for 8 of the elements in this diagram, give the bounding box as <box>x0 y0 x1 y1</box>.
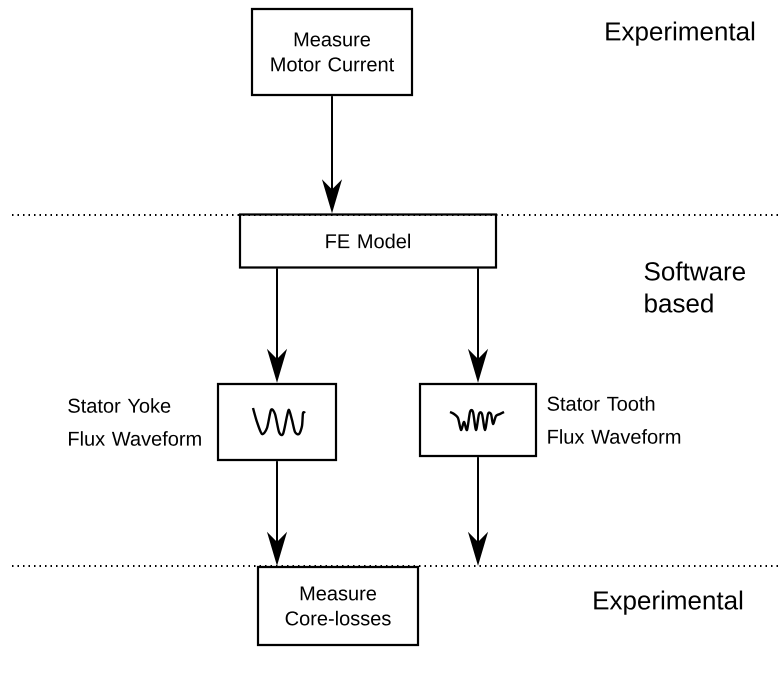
process-box: Measure Motor Current <box>250 8 414 96</box>
waveform-label: Stator Yoke Flux Waveform <box>68 398 201 446</box>
layer-label: Software based <box>644 262 745 313</box>
waveform-label: Stator Tooth Flux Waveform <box>548 396 680 444</box>
layer-label: Experimental <box>606 22 754 46</box>
layer-label: Experimental <box>594 590 742 615</box>
process-box: FE Model <box>238 213 498 269</box>
process-box: Measure Core-losses <box>256 566 420 646</box>
